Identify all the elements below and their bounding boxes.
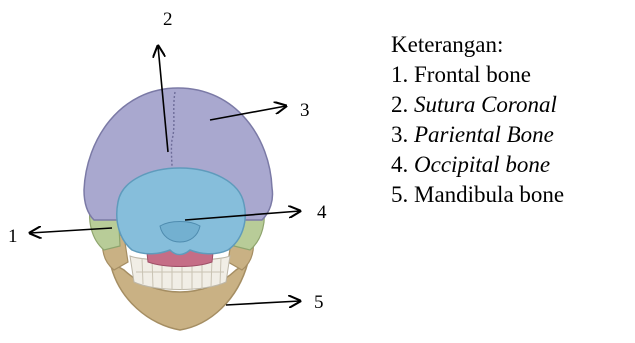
legend-item-5-number: 5. bbox=[391, 182, 414, 207]
legend-item-3: 3. Pariental Bone bbox=[391, 120, 564, 150]
legend: Keterangan: 1. Frontal bone 2. Sutura Co… bbox=[391, 30, 564, 210]
legend-item-2: 2. Sutura Coronal bbox=[391, 90, 564, 120]
legend-item-3-number: 3. bbox=[391, 122, 414, 147]
legend-item-1-number: 1. bbox=[391, 62, 414, 87]
label-number-1: 1 bbox=[8, 226, 18, 247]
legend-item-3-text: Pariental Bone bbox=[414, 122, 554, 147]
legend-heading: Keterangan: bbox=[391, 30, 564, 60]
arrow-5 bbox=[226, 301, 300, 305]
legend-item-4-text: Occipital bone bbox=[414, 152, 550, 177]
label-number-2: 2 bbox=[163, 9, 173, 30]
label-number-3: 3 bbox=[300, 100, 310, 121]
legend-item-2-number: 2. bbox=[391, 92, 414, 117]
legend-item-5-text: Mandibula bone bbox=[414, 182, 564, 207]
label-number-5: 5 bbox=[314, 292, 324, 313]
legend-item-1: 1. Frontal bone bbox=[391, 60, 564, 90]
legend-item-2-text: Sutura Coronal bbox=[414, 92, 557, 117]
legend-item-4-number: 4. bbox=[391, 152, 414, 177]
legend-item-5: 5. Mandibula bone bbox=[391, 180, 564, 210]
label-number-4: 4 bbox=[317, 202, 327, 223]
legend-item-1-text: Frontal bone bbox=[414, 62, 531, 87]
legend-item-4: 4. Occipital bone bbox=[391, 150, 564, 180]
